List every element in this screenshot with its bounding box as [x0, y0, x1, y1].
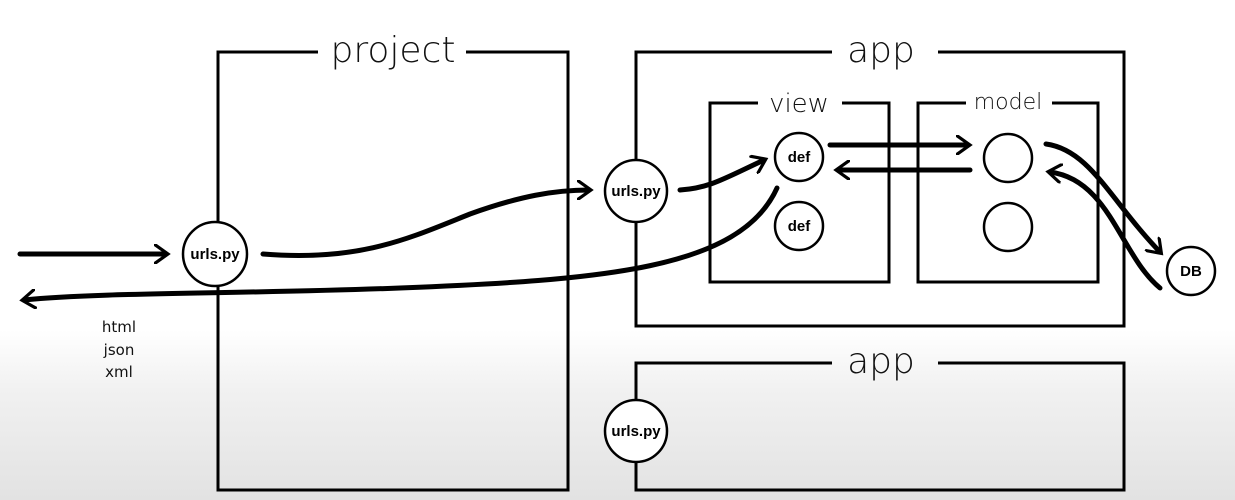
response-arrow — [24, 185, 780, 300]
db-label: DB — [1180, 263, 1202, 280]
app2-urls-label: urls.py — [611, 423, 661, 440]
response-formats: html json xml — [102, 318, 136, 381]
project-to-app-urls-arrow — [260, 190, 589, 259]
view-box: view — [708, 89, 891, 284]
project-box: project — [216, 30, 570, 492]
def-top-node: def — [773, 131, 825, 183]
response-format-json: json — [103, 341, 135, 359]
app-box-bottom: app — [634, 341, 1126, 492]
app2-urls-node: urls.py — [603, 398, 669, 464]
project-label: project — [331, 30, 456, 71]
view-label: view — [769, 89, 829, 119]
model-label: model — [974, 90, 1043, 115]
db-node: DB — [1165, 245, 1217, 297]
app-top-label: app — [847, 30, 915, 71]
app-box-top: app — [634, 30, 1126, 328]
def-bottom-label: def — [788, 218, 812, 235]
model-node-top — [982, 132, 1034, 184]
def-top-label: def — [788, 149, 812, 166]
project-urls-node: urls.py — [181, 220, 249, 288]
db-to-model-arrow — [1050, 172, 1163, 291]
app-urls-to-def-arrow — [677, 160, 764, 193]
def-bottom-node: def — [773, 200, 825, 252]
response-format-html: html — [102, 318, 136, 336]
app-bottom-label: app — [847, 341, 915, 382]
model-node-bottom — [982, 201, 1034, 253]
project-urls-label: urls.py — [190, 246, 240, 263]
response-format-xml: xml — [105, 363, 133, 381]
app-urls-node: urls.py — [603, 158, 669, 224]
model-box: model — [916, 90, 1100, 284]
model-to-db-arrow — [1043, 141, 1160, 252]
app-urls-label: urls.py — [611, 183, 661, 200]
